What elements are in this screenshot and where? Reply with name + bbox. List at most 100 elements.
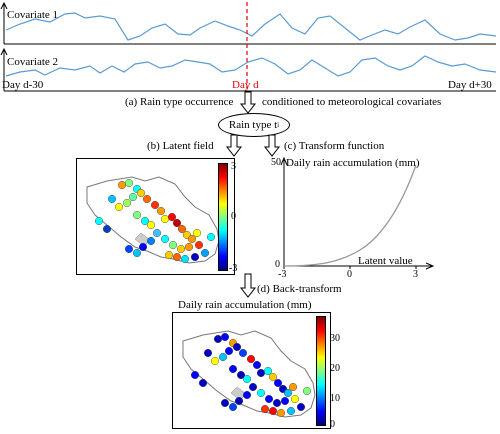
latent-field-map xyxy=(76,158,235,275)
latent-station-dot xyxy=(133,211,142,220)
transform-curve xyxy=(283,164,417,267)
rain-station-dot xyxy=(236,371,245,380)
rain-points xyxy=(191,333,311,417)
rain-station-dot xyxy=(252,361,261,370)
back-transform-title: Daily rain accumulation (mm) xyxy=(178,299,312,311)
rain-station-dot xyxy=(263,367,272,376)
latent-colorbar-tick-mid: 0 xyxy=(231,211,236,222)
latent-station-dot xyxy=(142,195,151,204)
latent-station-dot xyxy=(200,248,209,257)
latent-station-dot xyxy=(139,242,148,251)
rain-station-dot xyxy=(221,333,230,342)
latent-station-dot xyxy=(108,195,117,204)
latent-station-dot xyxy=(140,217,149,226)
rain-station-dot xyxy=(238,349,247,358)
latent-station-dot xyxy=(177,224,186,233)
latent-station-dot xyxy=(103,224,112,233)
latent-station-dot xyxy=(190,252,199,261)
step-b-label: (b) Latent field xyxy=(147,140,214,152)
rain-station-dot xyxy=(288,382,297,391)
step-a-label-2: conditioned to meteorological covariates xyxy=(262,96,442,108)
hollow-down-arrow-icon xyxy=(263,134,281,157)
transform-y-label: Daily rain accumulation (mm) xyxy=(286,157,420,169)
transform-x-tick-left: -3 xyxy=(278,269,287,280)
island-outline-icon xyxy=(86,176,220,264)
rain-station-dot xyxy=(296,402,305,411)
rain-station-dot xyxy=(242,390,251,399)
latent-station-dot xyxy=(123,199,132,208)
latent-station-dot xyxy=(146,236,155,245)
covariate-1-line xyxy=(5,12,497,41)
hollow-down-arrow-icon xyxy=(239,91,257,114)
rain-station-dot xyxy=(302,386,311,395)
latent-station-dot xyxy=(137,189,146,198)
latent-station-dot xyxy=(176,244,185,253)
rain-station-dot xyxy=(286,406,295,415)
latent-station-dot xyxy=(160,234,169,243)
rain-colorbar-tick-0: 0 xyxy=(330,419,335,430)
rain-station-dot xyxy=(260,404,269,413)
rain-station-dot xyxy=(272,398,281,407)
day-left-label: Day d-30 xyxy=(2,79,44,91)
rain-station-dot xyxy=(290,394,299,403)
transform-x-tick-mid: 0 xyxy=(347,269,352,280)
day-right-label: Day d+30 xyxy=(448,79,492,91)
hollow-down-arrow-icon xyxy=(239,273,257,298)
latent-colorbar xyxy=(218,163,228,271)
rain-station-dot xyxy=(276,408,285,417)
rain-station-dot xyxy=(268,373,277,382)
latent-station-dot xyxy=(129,193,138,202)
latent-station-dot xyxy=(150,201,159,210)
covariate-1-label: Covariate 1 xyxy=(7,9,59,21)
rain-type-text: Rain type t xyxy=(228,119,278,131)
rain-colorbar-tick-10: 10 xyxy=(330,393,340,404)
rain-station-dot xyxy=(211,357,220,366)
rain-colorbar-tick-30: 30 xyxy=(330,333,340,344)
latent-points xyxy=(95,179,215,263)
covariate-2-line xyxy=(5,55,497,77)
day-center-label: Day d xyxy=(232,79,259,91)
latent-station-dot xyxy=(180,254,189,263)
latent-station-dot xyxy=(156,207,165,216)
transform-function-plot xyxy=(280,156,435,270)
latent-station-dot xyxy=(194,240,203,249)
rain-station-dot xyxy=(280,396,289,405)
rain-colorbar-tick-20: 20 xyxy=(330,363,340,374)
rain-station-dot xyxy=(268,406,277,415)
step-d-label: (d) Back-transform xyxy=(257,283,342,295)
latent-station-dot xyxy=(118,181,127,190)
rain-station-dot xyxy=(235,396,244,405)
rain-station-dot xyxy=(264,394,273,403)
step-a-label: (a) Rain type occurrence xyxy=(125,96,234,108)
rain-station-dot xyxy=(242,375,251,384)
rain-station-dot xyxy=(273,378,282,387)
rain-accumulation-map xyxy=(172,312,331,429)
latent-station-dot xyxy=(192,228,201,237)
latent-station-dot xyxy=(206,232,215,241)
transform-y-tick-bottom: 0 xyxy=(275,259,280,270)
latent-station-dot xyxy=(125,179,134,188)
covariate-2-label: Covariate 2 xyxy=(7,56,59,68)
rain-station-dot xyxy=(256,388,265,397)
step-c-label: (c) Transform function xyxy=(284,140,385,152)
latent-station-dot xyxy=(167,213,176,222)
rain-station-dot xyxy=(246,355,255,364)
latent-colorbar-tick-top: 3 xyxy=(231,161,236,172)
latent-station-dot xyxy=(133,248,142,257)
rain-station-dot xyxy=(283,388,292,397)
latent-station-dot xyxy=(160,215,169,224)
rain-station-dot xyxy=(204,349,213,358)
covariate-1-axis xyxy=(0,1,496,45)
rain-station-dot xyxy=(191,371,200,380)
covariate-2-axis xyxy=(0,47,496,92)
latent-station-dot xyxy=(146,221,155,230)
latent-station-dot xyxy=(172,252,181,261)
latent-station-dot xyxy=(152,228,161,237)
latent-station-dot xyxy=(115,203,124,212)
rain-station-dot xyxy=(248,382,257,391)
latent-station-dot xyxy=(164,250,173,259)
rain-colorbar xyxy=(316,316,326,426)
rain-station-dot xyxy=(229,402,238,411)
rain-station-dot xyxy=(225,347,234,356)
